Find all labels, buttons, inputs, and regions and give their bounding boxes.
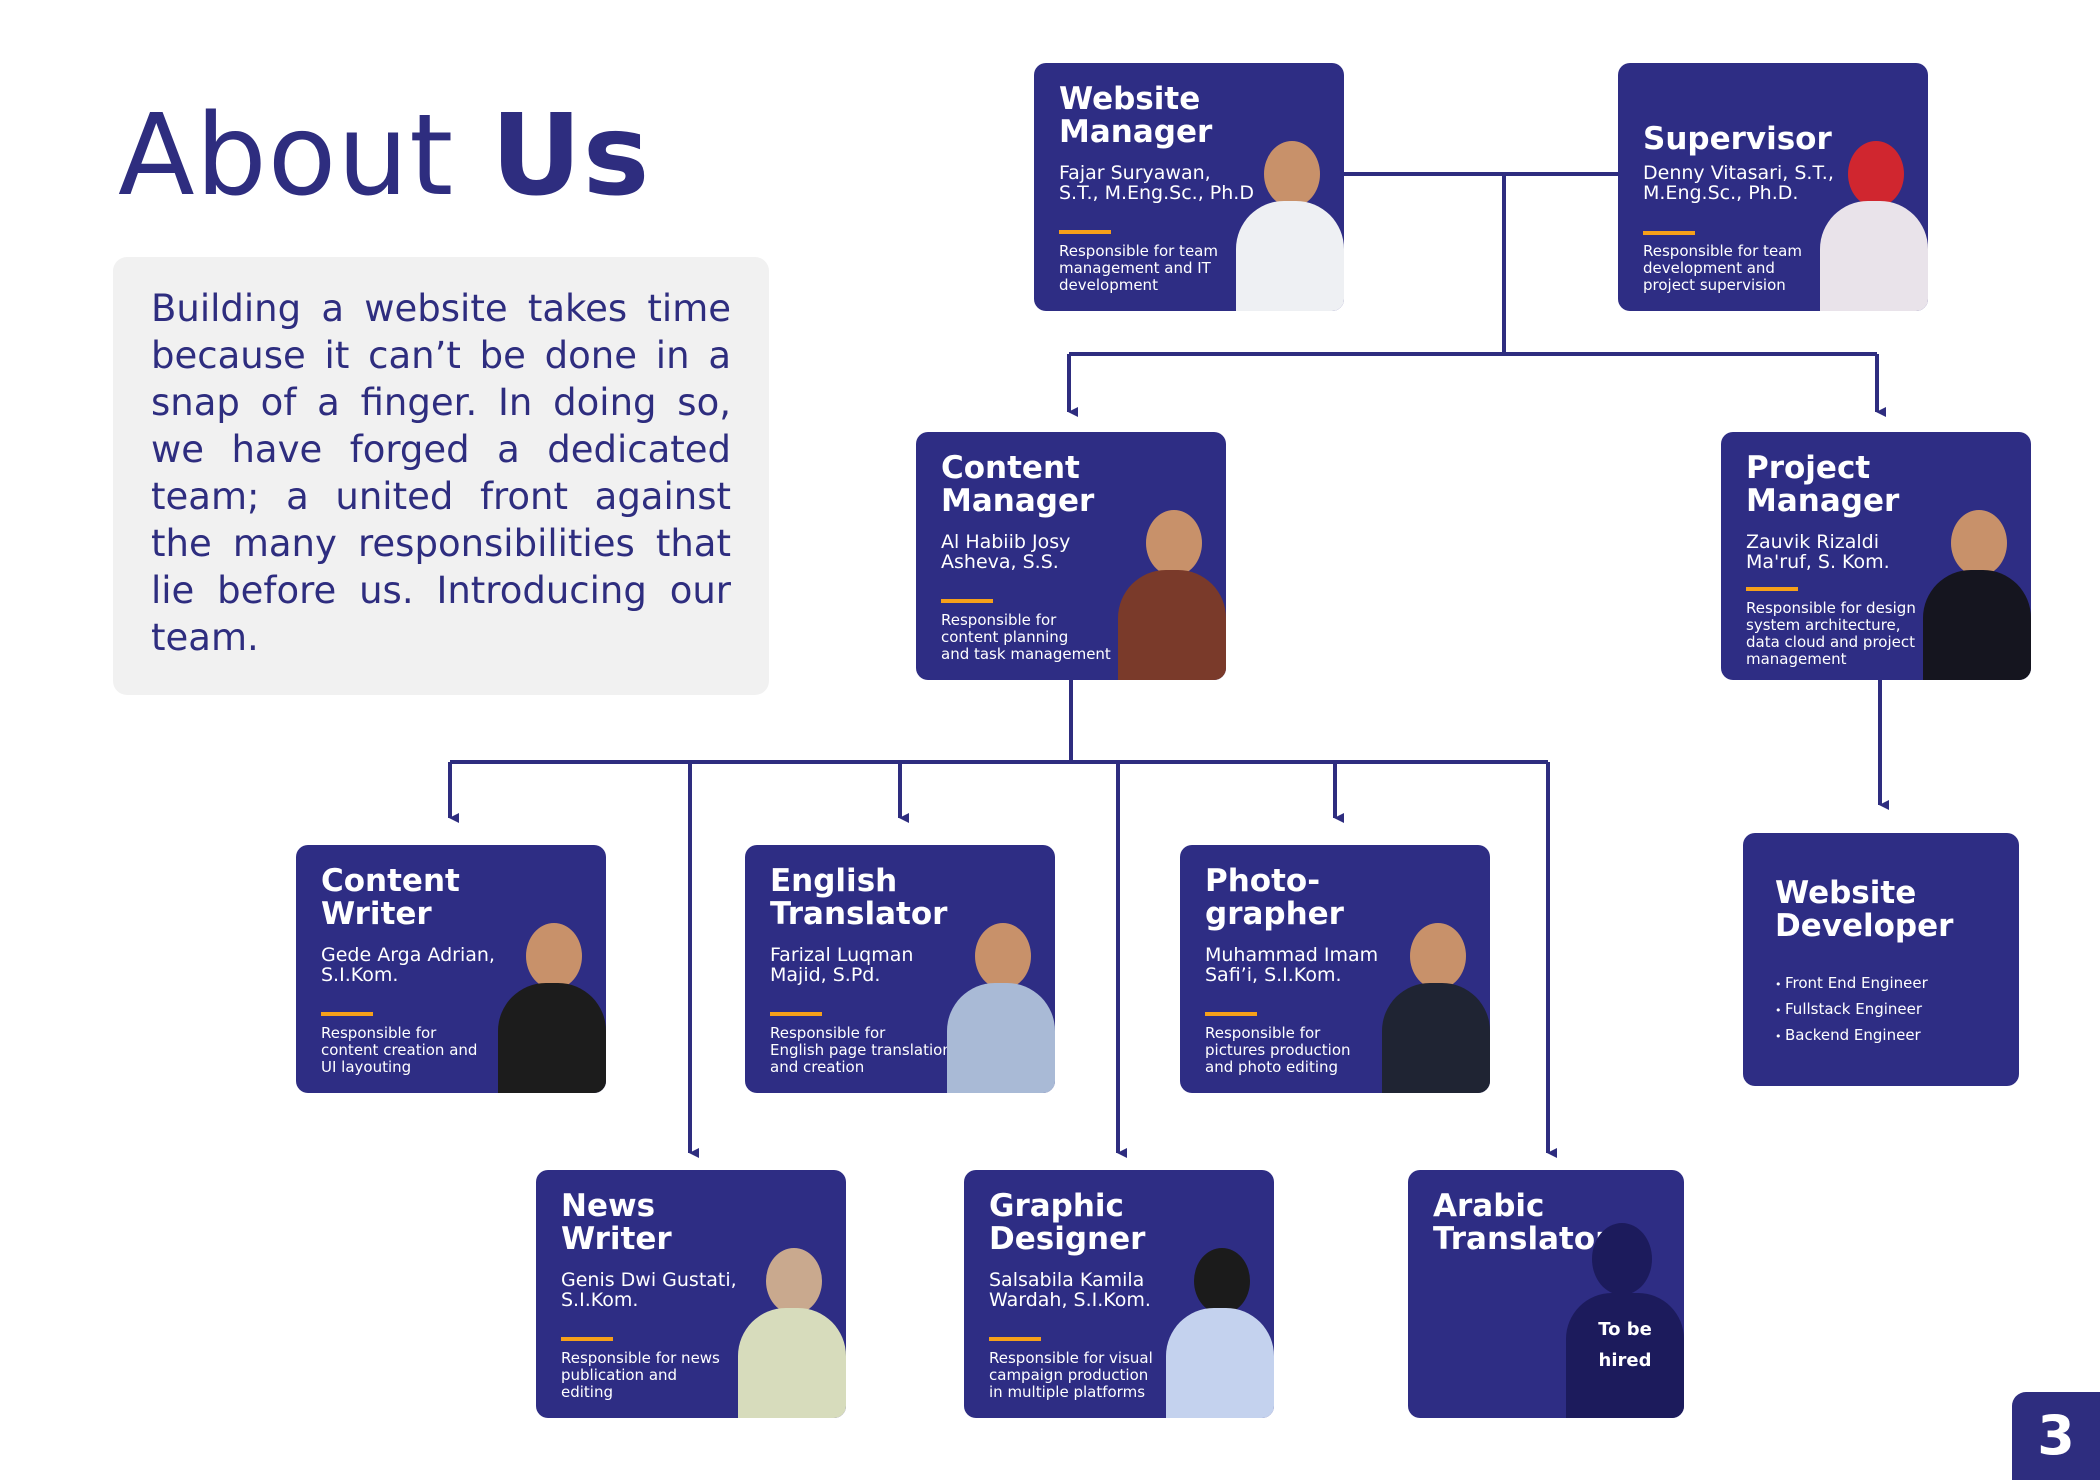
- person-photo: [734, 1248, 846, 1418]
- card-person-name: Fajar Suryawan,S.T., M.Eng.Sc., Ph.D: [1059, 162, 1254, 204]
- accent-bar: [1746, 587, 1798, 591]
- accent-bar: [1059, 230, 1111, 234]
- developer-roles-list: Front End Engineer Fullstack Engineer Ba…: [1775, 971, 1928, 1049]
- card-person-name: Denny Vitasari, S.T.,M.Eng.Sc., Ph.D.: [1643, 162, 1834, 204]
- card-person-name: Genis Dwi Gustati,S.I.Kom.: [561, 1269, 737, 1311]
- person-photo: [943, 923, 1055, 1093]
- card-role: Photo-grapher: [1205, 863, 1344, 932]
- person-photo: [1378, 923, 1490, 1093]
- intro-text: Building a website takes time because it…: [151, 287, 731, 659]
- accent-bar: [321, 1012, 373, 1016]
- title-bold: Us: [490, 91, 651, 221]
- person-photo: [494, 923, 606, 1093]
- title-normal: About: [118, 91, 455, 221]
- accent-bar: [989, 1337, 1041, 1341]
- card-role: Supervisor: [1643, 121, 1832, 157]
- accent-bar: [770, 1012, 822, 1016]
- accent-bar: [941, 599, 993, 603]
- card-person-name: Gede Arga Adrian,S.I.Kom.: [321, 944, 495, 986]
- page-title: About Us: [118, 92, 650, 221]
- accent-bar: [1205, 1012, 1257, 1016]
- list-item: Backend Engineer: [1775, 1023, 1928, 1049]
- accent-bar: [1643, 231, 1695, 235]
- person-photo: [1232, 141, 1344, 311]
- card-supervisor: Supervisor Denny Vitasari, S.T.,M.Eng.Sc…: [1618, 63, 1928, 311]
- accent-bar: [561, 1337, 613, 1341]
- list-item: Fullstack Engineer: [1775, 997, 1928, 1023]
- intro-box: Building a website takes time because it…: [113, 257, 769, 695]
- person-photo: [1114, 510, 1226, 680]
- person-photo: [1162, 1248, 1274, 1418]
- list-item: Front End Engineer: [1775, 971, 1928, 997]
- placeholder-silhouette: [1564, 1223, 1684, 1418]
- person-photo: [1919, 510, 2031, 680]
- page-number: 3: [2012, 1392, 2100, 1480]
- person-photo: [1816, 141, 1928, 311]
